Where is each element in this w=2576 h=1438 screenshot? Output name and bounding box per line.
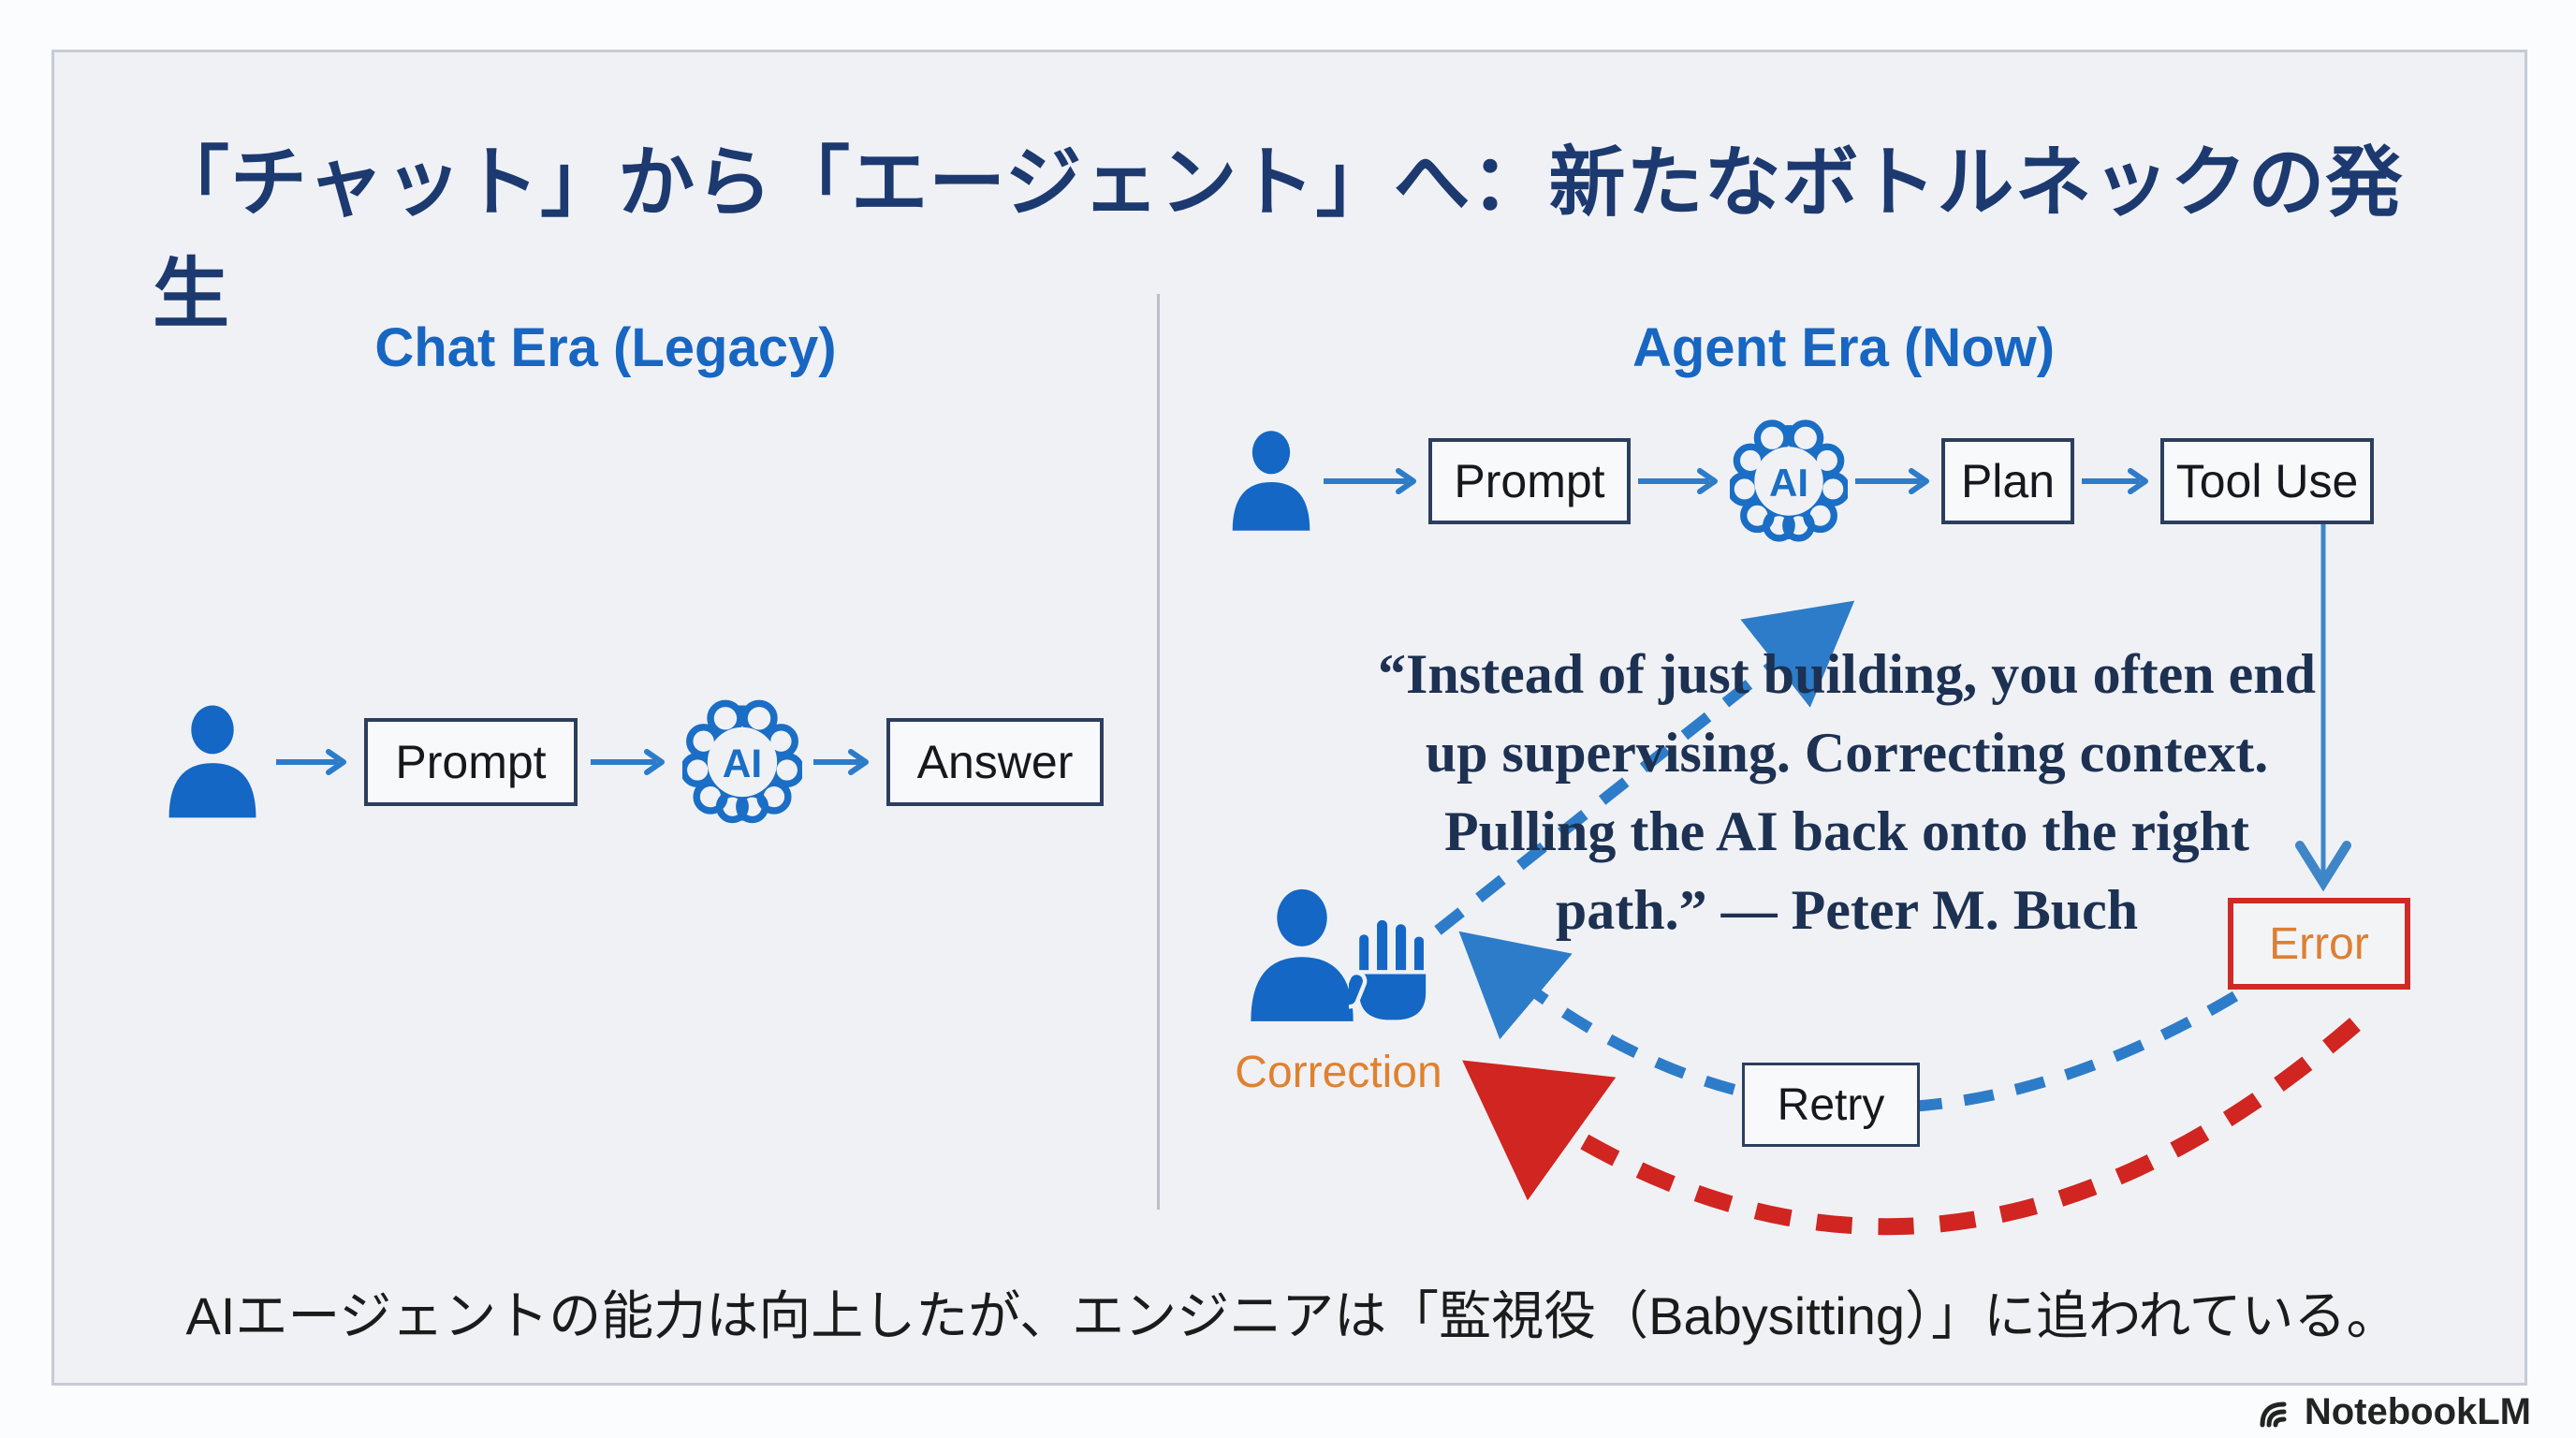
quote-line: up supervising. Correcting context.	[1425, 722, 2269, 784]
agent-prompt-label: Prompt	[1454, 455, 1605, 507]
error-retry-correction-arrow	[1462, 1018, 2361, 1236]
notebooklm-wordmark: NotebookLM	[2304, 1391, 2531, 1432]
agent-tooluse-label: Tool Use	[2175, 455, 2359, 507]
user-icon	[1232, 431, 1310, 531]
notebooklm-watermark: NotebookLM	[2256, 1391, 2531, 1433]
svg-text:AI: AI	[1769, 461, 1808, 505]
supervisor-user-icon	[1251, 888, 1354, 1021]
chat-answer-node: Answer	[886, 718, 1104, 806]
notebooklm-logo-icon	[2260, 1401, 2287, 1427]
agent-plan-node: Plan	[1941, 438, 2074, 524]
svg-text:AI: AI	[723, 741, 762, 785]
correction-label: Correction	[1235, 1048, 1442, 1097]
arrow-icon	[1324, 468, 1416, 494]
arrow-icon	[1855, 468, 1929, 494]
footer-takeaway: AIエージェントの能力は向上したが、エンジニアは「監視役（Babysitting…	[185, 1286, 2399, 1345]
error-node: Error	[2228, 898, 2410, 990]
ai-brain-icon: AI	[682, 699, 802, 824]
correction-figure	[1241, 886, 1442, 1035]
arrow-icon	[1638, 468, 1718, 494]
column-divider	[1157, 294, 1160, 1210]
agent-tooluse-node: Tool Use	[2160, 438, 2374, 524]
stop-hand-icon	[1349, 916, 1430, 1024]
agent-era-heading: Agent Era (Now)	[1632, 317, 2056, 378]
slide-canvas: 「チャット」から「エージェント」へ：新たなボトルネックの発生 Chat Era …	[51, 50, 2527, 1386]
arrow-icon	[813, 749, 869, 775]
user-icon	[168, 705, 256, 818]
arrow-icon	[2082, 468, 2148, 494]
chat-era-heading: Chat Era (Legacy)	[374, 317, 837, 378]
slide-title: 「チャット」から「エージェント」へ：新たなボトルネックの発生	[153, 140, 2404, 337]
agent-plan-label: Plan	[1960, 455, 2056, 507]
chat-answer-label: Answer	[916, 736, 1074, 788]
retry-node: Retry	[1742, 1063, 1920, 1147]
chat-prompt-label: Prompt	[395, 736, 547, 788]
agent-flow: Prompt AI Plan	[1226, 416, 2374, 547]
chat-flow: Prompt AI Answer	[162, 697, 1104, 828]
quote-line: Pulling the AI back onto the right	[1443, 800, 2250, 862]
quote-line: “Instead of just building, you often end	[1378, 643, 2316, 705]
ai-brain-icon: AI	[1730, 419, 1848, 542]
chat-prompt-node: Prompt	[364, 718, 578, 806]
agent-prompt-node: Prompt	[1428, 438, 1631, 524]
arrow-icon	[276, 749, 346, 775]
retry-label: Retry	[1777, 1079, 1885, 1130]
error-label: Error	[2269, 918, 2369, 969]
arrow-icon	[591, 749, 665, 775]
